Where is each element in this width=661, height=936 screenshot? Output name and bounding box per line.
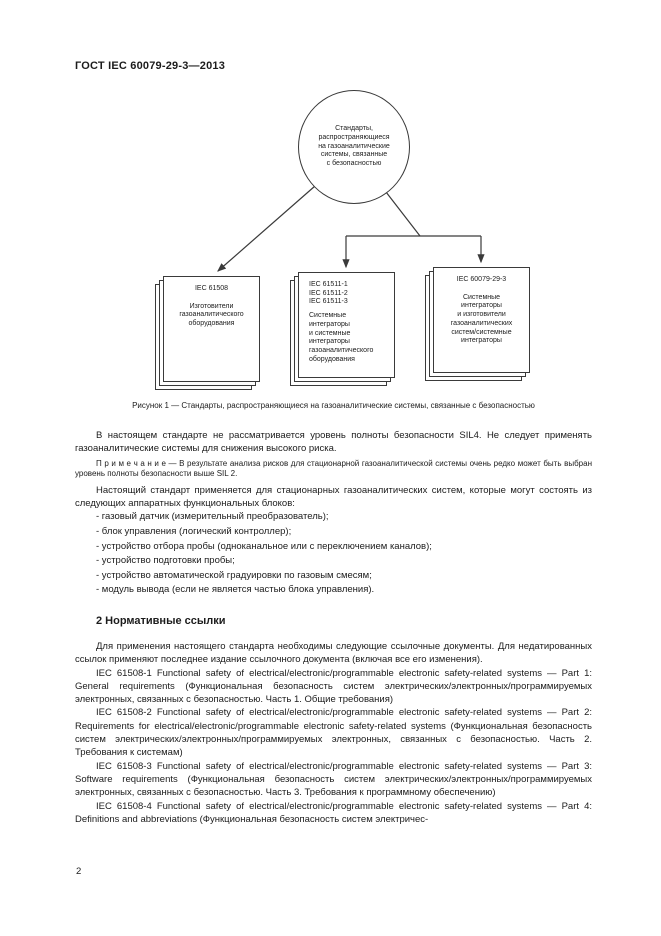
diagram-circle-label: Стандарты, распространяющиеся на газоана… bbox=[318, 125, 390, 168]
page-header: ГОСТ IEC 60079-29-3—2013 bbox=[75, 60, 226, 72]
diagram-box-iec61511: IEC 61511-1 IEC 61511-2 IEC 61511-3 Сист… bbox=[290, 272, 395, 386]
reference-iec61508-2: IEC 61508-2 Functional safety of electri… bbox=[75, 707, 592, 759]
diagram-box-iec61508: IEC 61508 Изготовители газоаналитическог… bbox=[155, 276, 260, 390]
paragraph-sil4: В настоящем стандарте не рассматривается… bbox=[75, 430, 592, 455]
figure-1-diagram: Стандарты, распространяющиеся на газоана… bbox=[75, 86, 592, 392]
list-item: - модуль вывода (если не является частью… bbox=[96, 584, 375, 596]
diagram-arrows bbox=[217, 185, 485, 272]
diagram-box-sheet: IEC 61508 Изготовители газоаналитическог… bbox=[163, 276, 260, 382]
hardware-blocks-list: - газовый датчик (измерительный преобраз… bbox=[75, 510, 592, 598]
box-title: IEC 60079-29-3 bbox=[456, 276, 507, 283]
diagram-box-iec60079-29-3: IEC 60079-29-3 Системные интеграторы и и… bbox=[425, 267, 530, 381]
diagram-box-sheet: IEC 60079-29-3 Системные интеграторы и и… bbox=[433, 267, 530, 373]
list-item: - устройство автоматической градуировки … bbox=[96, 569, 372, 581]
diagram-circle: Стандарты, распространяющиеся на газоана… bbox=[298, 90, 410, 204]
paragraph-blocks-intro: Настоящий стандарт применяется для стаци… bbox=[75, 484, 592, 510]
page-number: 2 bbox=[76, 866, 82, 877]
paragraph-references-intro: Для применения настоящего стандарта необ… bbox=[75, 640, 592, 666]
box-body: Системные интеграторы и системные интегр… bbox=[309, 312, 374, 363]
box-title: IEC 61508 bbox=[194, 285, 229, 292]
box-body: Системные интеграторы и изготовители газ… bbox=[450, 293, 513, 345]
list-item: - устройство подготовки пробы; bbox=[96, 555, 235, 567]
figure-caption: Рисунок 1 — Стандарты, распространяющиес… bbox=[132, 401, 535, 410]
reference-iec61508-3: IEC 61508-3 Functional safety of electri… bbox=[75, 760, 592, 799]
diagram-box-sheet: IEC 61511-1 IEC 61511-2 IEC 61511-3 Сист… bbox=[298, 272, 395, 378]
box-body: Изготовители газоаналитического оборудов… bbox=[179, 302, 244, 328]
note-paragraph: П р и м е ч а н и е — В результате анали… bbox=[75, 458, 592, 479]
box-title: IEC 61511-1 IEC 61511-2 IEC 61511-3 bbox=[309, 281, 348, 306]
reference-iec61508-1: IEC 61508-1 Functional safety of electri… bbox=[75, 667, 592, 706]
reference-iec61508-4: IEC 61508-4 Functional safety of electri… bbox=[75, 800, 592, 825]
list-item: - блок управления (логический контроллер… bbox=[96, 525, 292, 537]
section-heading-normative-references: 2 Нормативные ссылки bbox=[96, 614, 226, 627]
list-item: - газовый датчик (измерительный преобраз… bbox=[96, 511, 329, 523]
list-item: - устройство отбора пробы (одноканальное… bbox=[96, 540, 432, 552]
